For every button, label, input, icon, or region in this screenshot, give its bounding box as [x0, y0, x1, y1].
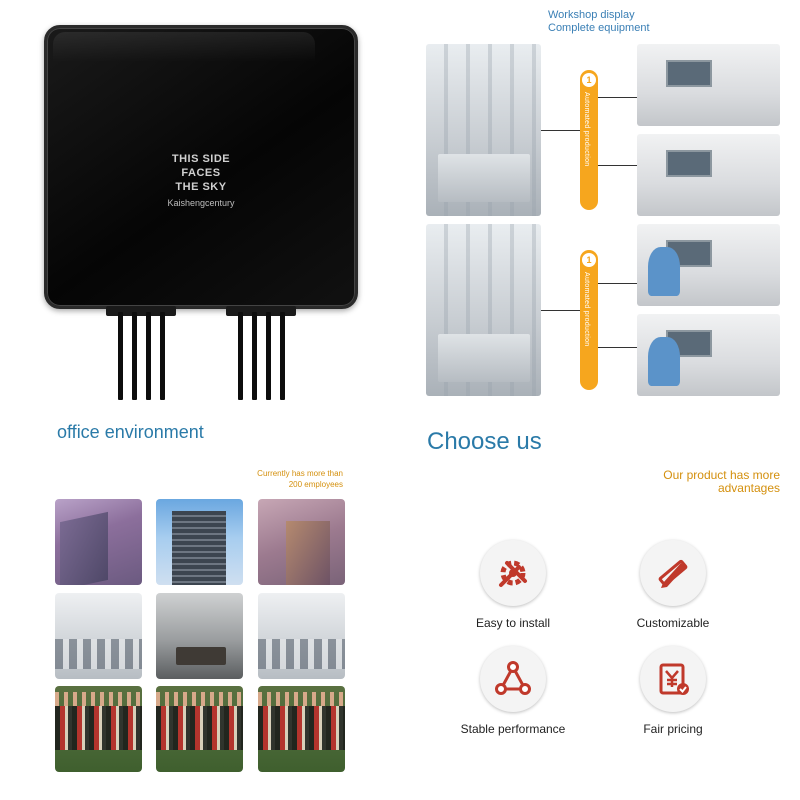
building-photo — [55, 499, 142, 585]
choose-us-title: Choose us — [427, 428, 542, 455]
cable — [160, 312, 165, 400]
feature-label: Stable performance — [460, 722, 566, 736]
badge-number: 1 — [582, 253, 596, 267]
factory-floor-photo — [426, 44, 541, 216]
badge-text: Automated production — [583, 92, 590, 167]
workshop-title-line-2: Complete equipment — [548, 22, 650, 34]
office-title: office environment — [57, 422, 204, 442]
antenna-product-section: THIS SIDE FACES THE SKY Kaishengcentury — [0, 0, 400, 400]
team-photo — [258, 686, 345, 772]
building-photo — [258, 499, 345, 585]
feature-label: Fair pricing — [643, 722, 703, 736]
connector-line — [598, 165, 637, 166]
workshop-section: Workshop display Complete equipment 1 Au… — [400, 0, 800, 400]
office-interior-photo — [55, 593, 142, 679]
cable — [238, 312, 243, 400]
machine-photo — [637, 134, 780, 216]
cable — [252, 312, 257, 400]
cable — [118, 312, 123, 400]
antenna-label-line-2: FACES — [181, 167, 221, 179]
yen-invoice-icon — [640, 646, 706, 712]
connector-line — [541, 130, 580, 131]
office-subtitle: Currently has more than 200 employees — [200, 468, 343, 490]
building-photo — [156, 499, 243, 585]
automated-production-badge: 1 Automated production — [580, 250, 598, 390]
connector-line — [598, 283, 637, 284]
antenna-label-line-1: THIS SIDE — [171, 153, 231, 165]
antenna-housing: THIS SIDE FACES THE SKY Kaishengcentury — [44, 25, 358, 309]
automated-production-badge: 1 Automated production — [580, 70, 598, 210]
workshop-title-line-1: Workshop display — [548, 9, 635, 21]
choose-us-section: Choose us Our product has more advantage… — [400, 400, 800, 800]
antenna-label-line-3: THE SKY — [175, 181, 227, 193]
office-interior-photo — [258, 593, 345, 679]
badge-text: Automated production — [583, 272, 590, 347]
choose-us-subtitle-line-2: advantages — [717, 481, 780, 495]
choose-us-subtitle: Our product has more advantages — [580, 469, 780, 495]
worker-photo — [637, 314, 780, 396]
cable — [280, 312, 285, 400]
choose-us-subtitle-line-1: Our product has more — [663, 468, 780, 482]
team-photo — [55, 686, 142, 772]
machine-photo — [637, 44, 780, 126]
pencil-ruler-icon — [640, 540, 706, 606]
team-photo — [156, 686, 243, 772]
office-interior-photo — [156, 593, 243, 679]
triangle-nodes-icon — [480, 646, 546, 712]
cable-connector-left — [106, 306, 176, 316]
connector-line — [541, 310, 580, 311]
badge-number: 1 — [582, 73, 596, 87]
cable — [266, 312, 271, 400]
tools-icon — [480, 540, 546, 606]
feature-label: Easy to install — [475, 616, 551, 630]
cable — [146, 312, 151, 400]
feature-label: Customizable — [636, 616, 710, 630]
antenna-label: THIS SIDE FACES THE SKY — [47, 152, 355, 194]
connector-line — [598, 347, 637, 348]
office-subtitle-line-2: 200 employees — [288, 480, 343, 489]
antenna-brand: Kaishengcentury — [167, 198, 235, 208]
office-section: office environment Currently has more th… — [0, 400, 400, 800]
production-line-photo — [426, 224, 541, 396]
cable — [132, 312, 137, 400]
connector-line — [598, 97, 637, 98]
cable-connector-right — [226, 306, 296, 316]
worker-photo — [637, 224, 780, 306]
office-subtitle-line-1: Currently has more than — [257, 469, 343, 478]
workshop-title: Workshop display Complete equipment — [548, 9, 650, 35]
